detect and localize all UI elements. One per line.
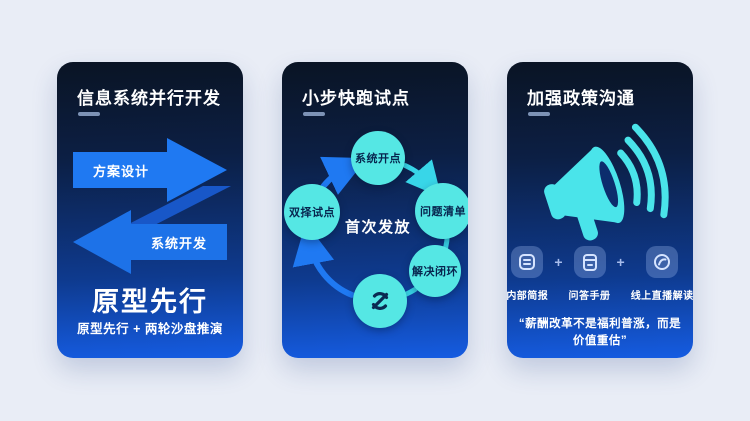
cycle-node-sync (353, 274, 407, 328)
cycle-node-right: 问题清单 (415, 183, 468, 239)
arrow-right (73, 138, 227, 202)
arrow-left (73, 210, 227, 274)
card-communication: 加强政策沟通 内部简报 + (507, 62, 693, 358)
card-pilot: 小步快跑试点 系统开点 问题清单 解决闭环 双择试点 首次发放 (282, 62, 468, 358)
plus-icon: + (616, 254, 625, 270)
sync-icon (371, 292, 389, 310)
highlight-text: 原型先行 (92, 287, 208, 317)
channel-label: 线上直播解读 (630, 291, 693, 302)
title-underline (303, 112, 325, 116)
note-text: 原型先行 + 两轮沙盘推演 (77, 322, 223, 336)
cycle-center-label: 首次发放 (344, 219, 411, 236)
card-parallel-development: 信息系统并行开发 方案设计 系统开发 原型先行 原型先行 + 两轮沙盘推演 (57, 62, 243, 358)
cycle-node-left: 双择试点 (284, 184, 340, 240)
megaphone-icon (544, 123, 669, 241)
title-underline (528, 112, 550, 116)
live-icon (646, 246, 679, 278)
channel-item: 线上直播解读 (631, 246, 693, 302)
plus-icon: + (554, 254, 563, 270)
parallel-arrows-diagram (73, 138, 231, 274)
briefing-icon (511, 246, 544, 278)
quote-text: “薪酬改革不是福利普涨，而是价值重估” (518, 318, 682, 347)
title-underline (78, 112, 100, 116)
card-title: 小步快跑试点 (302, 89, 410, 108)
zigzag-connector (113, 186, 231, 232)
channels-row: 内部简报 + 问答手册 + 线上直播解读 (507, 246, 693, 302)
arrow-left-label: 系统开发 (150, 236, 207, 251)
channel-item: 问答手册 (569, 246, 611, 302)
cycle-node-bottom-right: 解决闭环 (409, 245, 461, 297)
arrow-right-label: 方案设计 (92, 164, 149, 179)
cycle-node-top: 系统开点 (351, 131, 405, 185)
channel-item: 内部简报 (507, 246, 548, 302)
card-title: 信息系统并行开发 (77, 89, 221, 108)
handbook-icon (573, 246, 606, 278)
card-title: 加强政策沟通 (527, 89, 635, 108)
channel-label: 内部简报 (507, 291, 549, 302)
channel-label: 问答手册 (568, 291, 611, 302)
